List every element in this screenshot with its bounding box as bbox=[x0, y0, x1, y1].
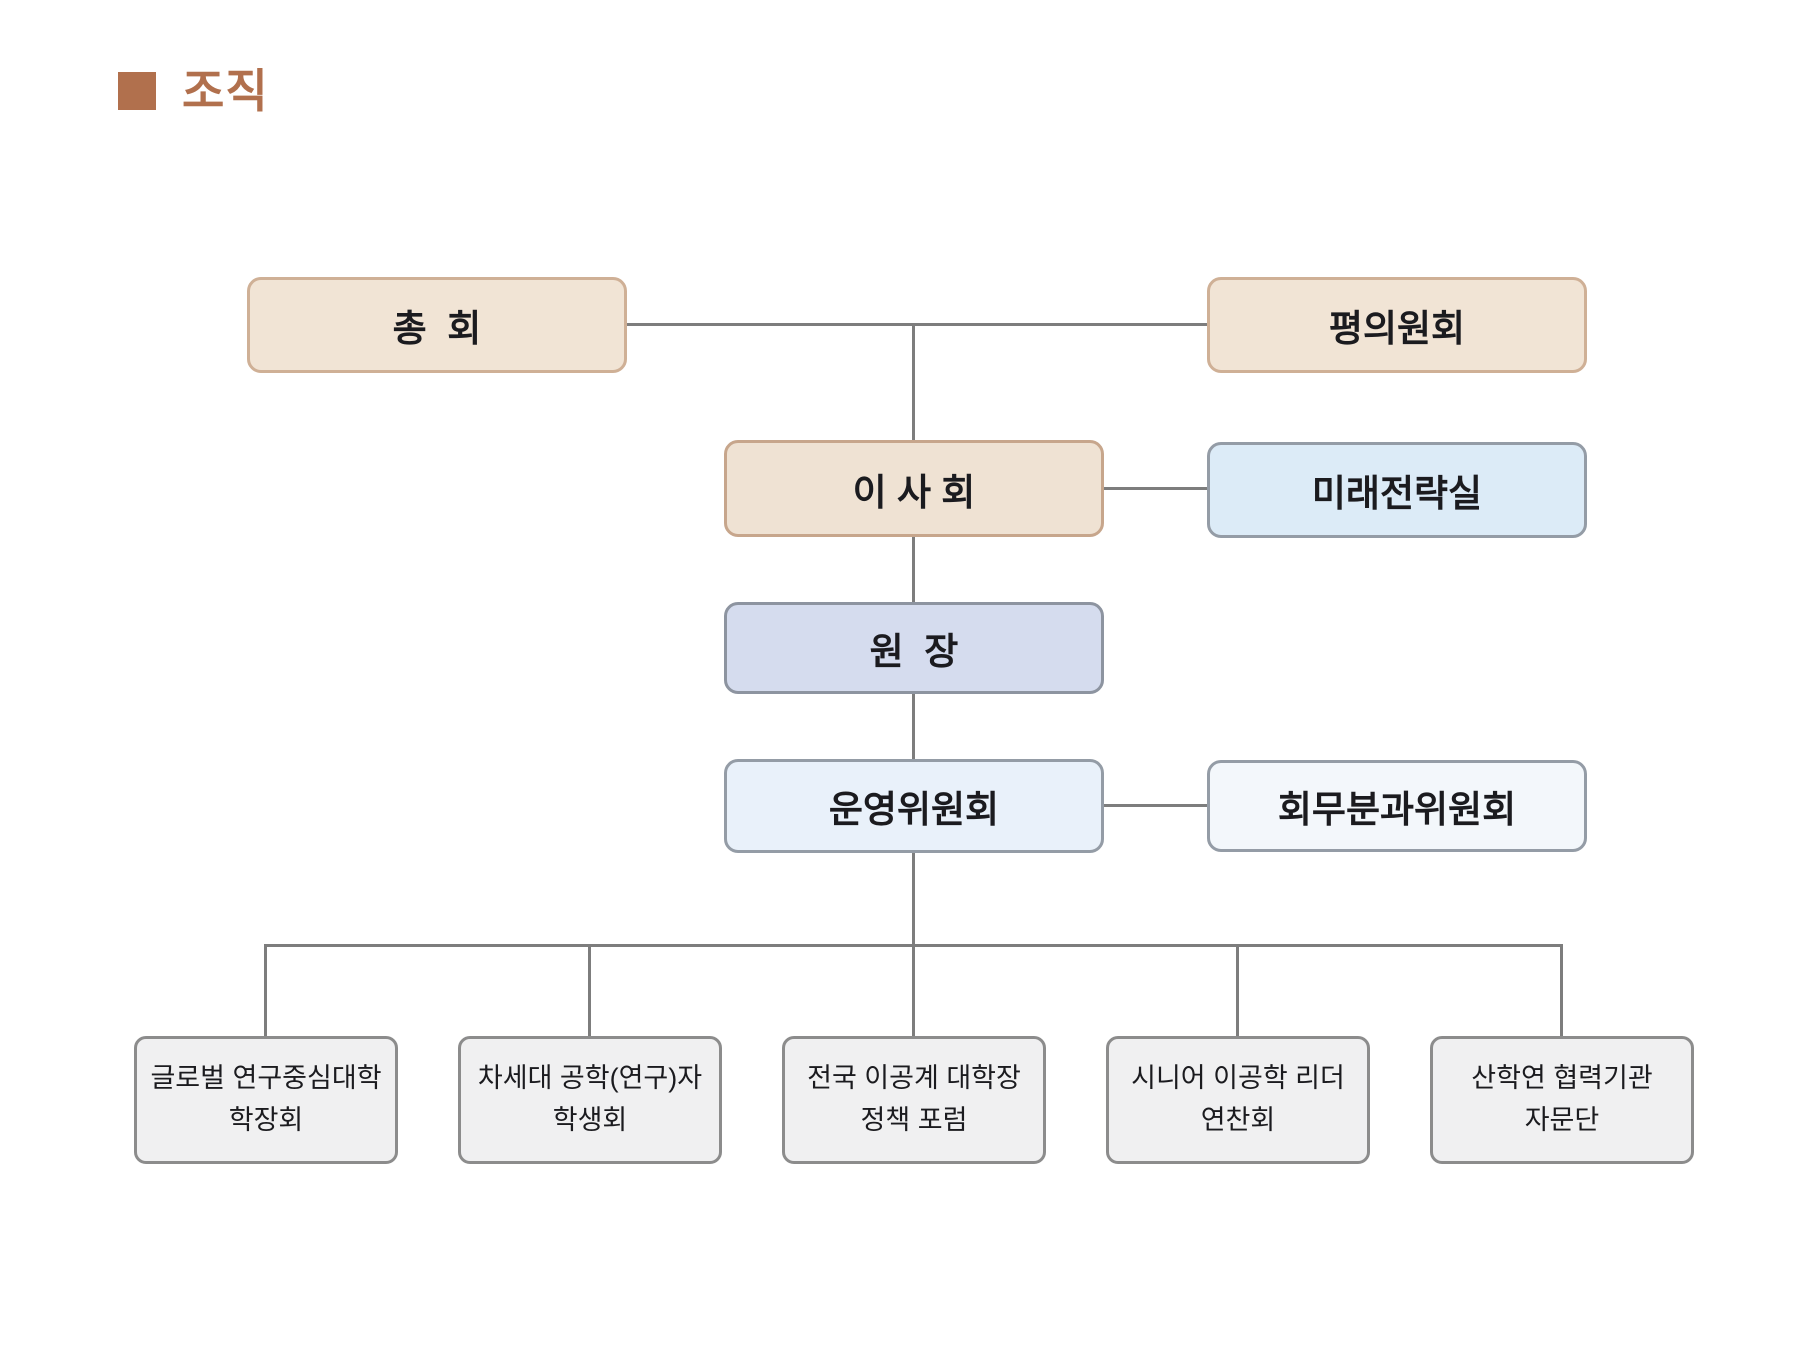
org-node-director: 원 장 bbox=[724, 602, 1104, 694]
connector-board-future-strategy bbox=[1104, 487, 1207, 490]
program-2-line2: 학생회 bbox=[552, 1105, 628, 1135]
org-node-steering-committee-label: 운영위원회 bbox=[828, 789, 1000, 830]
org-node-director-label: 원 장 bbox=[869, 631, 959, 672]
page-title: 조직 bbox=[182, 65, 269, 117]
org-node-future-strategy: 미래전략실 bbox=[1207, 442, 1587, 538]
org-node-council: 평의원회 bbox=[1207, 277, 1587, 373]
page-title-row: 조직 bbox=[118, 68, 269, 114]
org-node-board: 이 사 회 bbox=[724, 440, 1104, 537]
org-node-board-label: 이 사 회 bbox=[852, 471, 976, 513]
program-3-line2: 정책 포럼 bbox=[860, 1105, 968, 1135]
program-4-line1: 시니어 이공학 리더 bbox=[1131, 1063, 1345, 1094]
org-node-general-assembly-label: 총 회 bbox=[392, 308, 482, 349]
org-node-affairs-subcommittee: 회무분과위원회 bbox=[1207, 760, 1587, 852]
org-node-steering-committee: 운영위원회 bbox=[724, 759, 1104, 853]
connector-steering-bus bbox=[912, 853, 915, 946]
connector-drop-program-1 bbox=[264, 946, 267, 1036]
program-4-line2: 연찬회 bbox=[1200, 1105, 1276, 1135]
org-node-future-strategy-label: 미래전략실 bbox=[1311, 473, 1483, 514]
program-1-line2: 학장회 bbox=[228, 1105, 304, 1135]
program-5-line2: 자문단 bbox=[1524, 1105, 1600, 1135]
connector-bus-horizontal bbox=[264, 944, 1563, 947]
program-3-line1: 전국 이공계 대학장 bbox=[807, 1063, 1021, 1094]
org-node-affairs-subcommittee-label: 회무분과위원회 bbox=[1277, 789, 1517, 830]
org-node-general-assembly: 총 회 bbox=[247, 277, 627, 373]
connector-drop-program-4 bbox=[1236, 946, 1239, 1036]
connector-assembly-council bbox=[627, 323, 1207, 326]
org-node-council-label: 평의원회 bbox=[1328, 308, 1466, 349]
connector-board-director bbox=[912, 537, 915, 602]
program-1-line1: 글로벌 연구중심대학 bbox=[150, 1063, 382, 1094]
connector-drop-program-3 bbox=[912, 946, 915, 1036]
program-5-line1: 산학연 협력기관 bbox=[1471, 1063, 1653, 1094]
connector-to-board bbox=[912, 325, 915, 440]
title-bullet-square-icon bbox=[118, 72, 156, 110]
connector-steering-affairs bbox=[1104, 804, 1207, 807]
program-2-line1: 차세대 공학(연구)자 bbox=[477, 1063, 703, 1094]
connector-director-steering bbox=[912, 694, 915, 759]
connector-drop-program-2 bbox=[588, 946, 591, 1036]
connector-drop-program-5 bbox=[1560, 946, 1563, 1036]
